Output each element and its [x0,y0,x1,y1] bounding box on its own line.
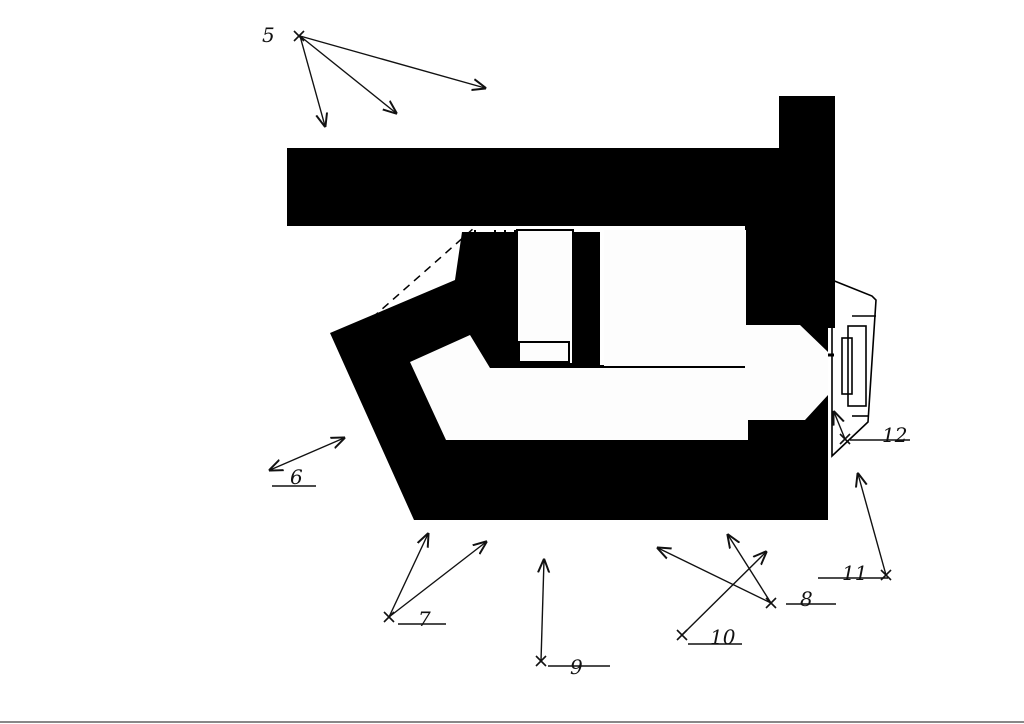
embrasure-notch [574,232,600,256]
dashed-guide [371,227,475,319]
bunker-structure [287,96,877,520]
annotation-9: 9 [535,560,610,679]
interior-room [410,325,828,440]
annotation-7: 7 [383,534,486,631]
annotations: 5 6 7 9 [262,23,910,679]
annotation-12: 12 [834,412,910,447]
corner-hatching [379,284,456,340]
upper-chamber [604,230,746,366]
stair-block-lower [518,341,570,363]
label-7: 7 [418,607,431,631]
top-wall [287,148,785,226]
label-12: 12 [882,423,907,447]
annotation-5: 5 [262,23,485,126]
label-10: 10 [710,625,736,649]
label-9: 9 [570,655,583,679]
right-door-frame [831,278,877,458]
annotation-6: 6 [270,438,344,489]
annotation-11: 11 [818,474,892,585]
label-5: 5 [262,23,275,47]
annotation-10: 10 [676,552,766,649]
stair-steps [462,230,517,273]
annotation-8: 8 [658,535,836,611]
label-8: 8 [800,587,813,611]
label-11: 11 [842,561,867,585]
